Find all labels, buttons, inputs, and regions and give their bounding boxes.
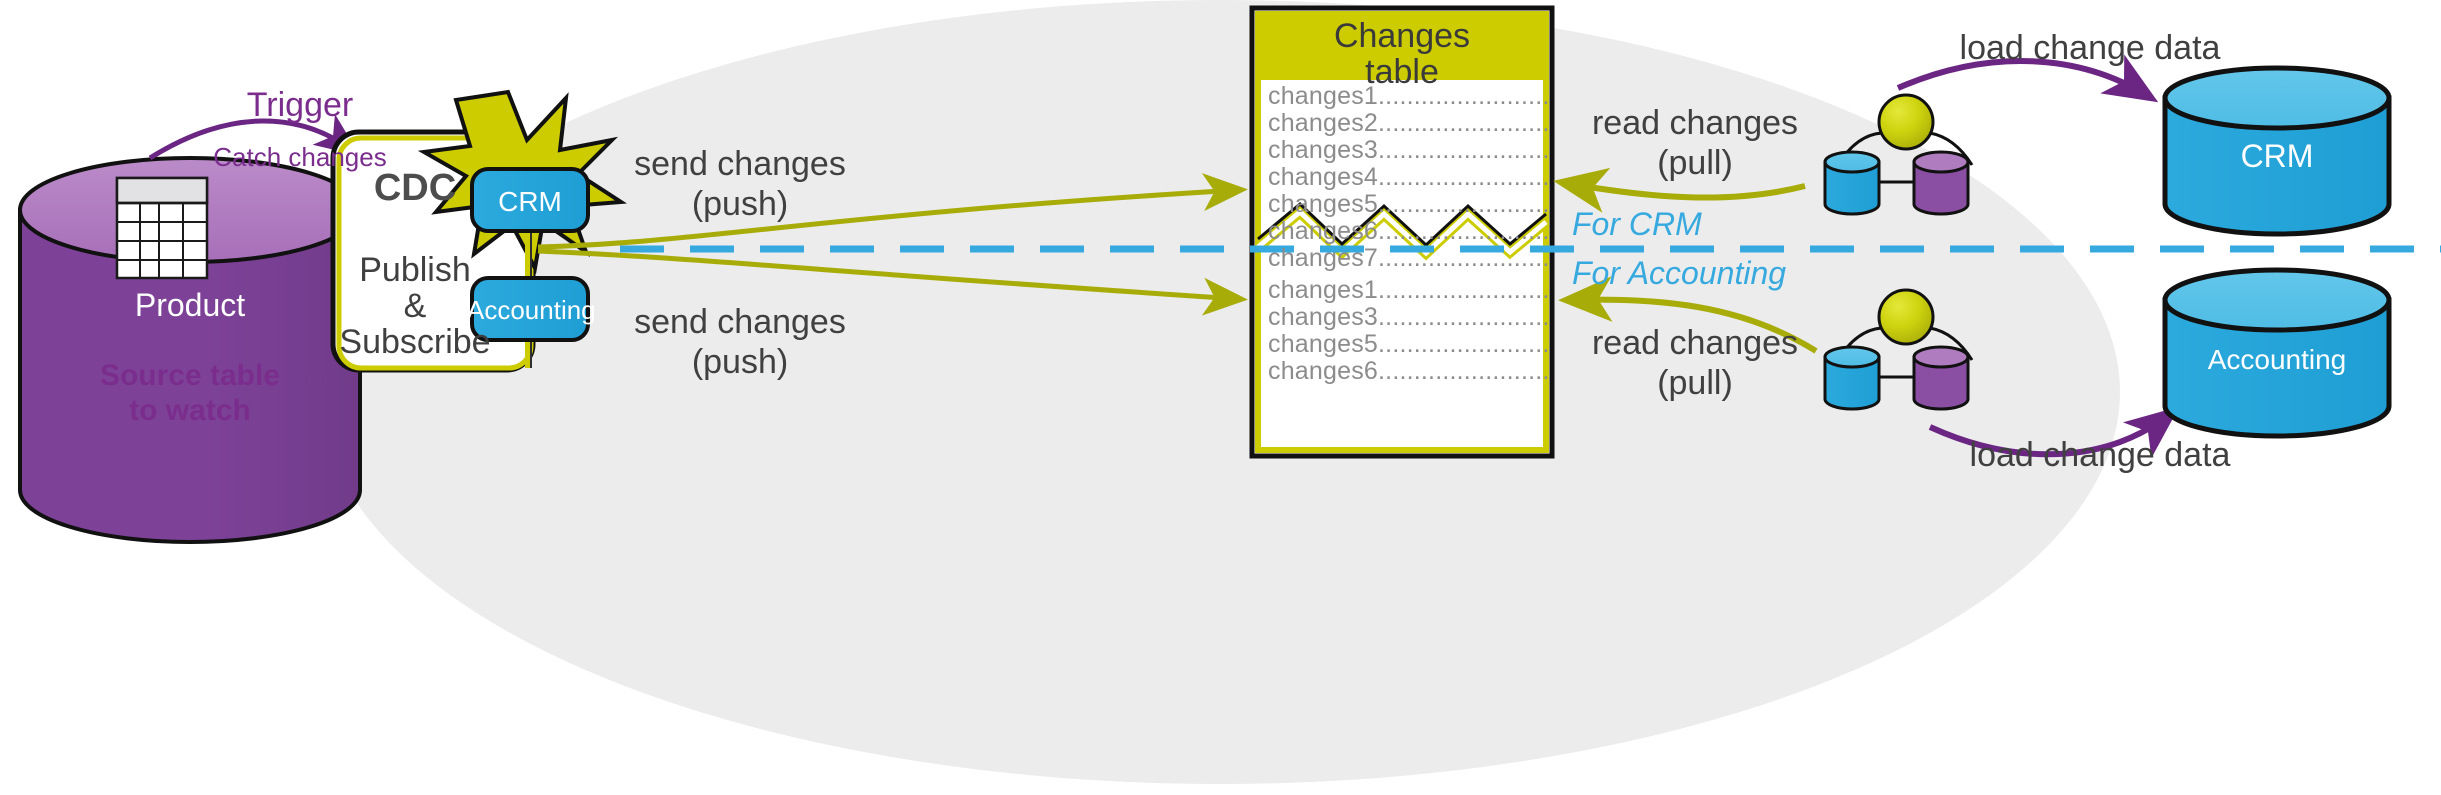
pull-arrow-top: [1553, 167, 1806, 213]
load-arrow-bottom: [1928, 406, 2180, 459]
target-crm-label: CRM: [2240, 138, 2314, 174]
target-accounting-label: Accounting: [2207, 344, 2347, 375]
changes-row: changes5................................: [1268, 330, 1548, 357]
push-arrow-top: [537, 173, 1248, 250]
cdc-subtitle-line2: &: [403, 287, 427, 325]
etl-icon-top: [1823, 93, 1974, 216]
trigger-arrow: [148, 114, 361, 161]
cdc-topic-crm-label: CRM: [498, 186, 562, 217]
source-db-label: Product: [134, 287, 246, 323]
changes-table-upper-rows: changes1................................…: [1268, 82, 1548, 271]
cdc-subtitle-line3: Subscribe: [339, 323, 491, 361]
push-bottom-line2: (push): [691, 343, 789, 381]
pull-bottom-line2: (pull): [1657, 364, 1733, 402]
changes-row: changes1................................: [1268, 82, 1548, 109]
changes-row: changes6................................: [1268, 357, 1548, 384]
changes-table-title-line2: table: [1365, 53, 1439, 91]
target-crm-cylinder: [2162, 65, 2392, 237]
changes-row: changes4................................: [1268, 163, 1548, 190]
source-table-grid-icon: [115, 176, 209, 280]
partition-label-for-crm: For CRM: [1572, 206, 1702, 242]
push-top-line1: send changes: [634, 145, 846, 183]
changes-row: changes7................................: [1268, 244, 1548, 271]
push-bottom-line1: send changes: [634, 303, 846, 341]
changes-table-title-line1: Changes: [1333, 17, 1471, 55]
load-bottom-label: load change data: [1969, 436, 2231, 474]
cdc-topic-accounting-box[interactable]: [470, 276, 590, 342]
load-top-label: load change data: [1959, 29, 2221, 67]
partition-label-for-accounting: For Accounting: [1572, 255, 1787, 291]
etl-icon-bottom: [1823, 288, 1974, 411]
changes-row: changes5................................: [1268, 190, 1548, 217]
changes-row: changes3................................: [1268, 136, 1548, 163]
push-arrow-bottom: [537, 248, 1248, 316]
source-caption-line1: Source table: [99, 359, 281, 392]
load-arrow-top: [1896, 54, 2159, 103]
cdc-subtitle-line1: Publish: [359, 251, 471, 289]
changes-row: changes2................................: [1268, 109, 1548, 136]
target-accounting-cylinder: [2162, 267, 2392, 439]
trigger-title: Trigger: [246, 86, 354, 124]
pull-arrow-bottom: [1558, 276, 1818, 354]
cdc-title: CDC: [373, 167, 457, 209]
changes-row: changes6................................: [1268, 217, 1548, 244]
changes-table-lower-rows: changes1................................…: [1268, 276, 1548, 384]
cdc-topic-crm-box[interactable]: [470, 167, 590, 233]
source-caption-line2: to watch: [129, 394, 251, 427]
pull-top-line1: read changes: [1591, 104, 1799, 142]
changes-row: changes1................................: [1268, 276, 1548, 303]
push-top-line2: (push): [691, 185, 789, 223]
trigger-subtitle: Catch changes: [213, 142, 387, 172]
changes-row: changes3................................: [1268, 303, 1548, 330]
pull-top-line2: (pull): [1657, 144, 1733, 182]
cdc-topic-accounting-label: Accounting: [467, 295, 596, 325]
pull-bottom-line1: read changes: [1591, 324, 1799, 362]
